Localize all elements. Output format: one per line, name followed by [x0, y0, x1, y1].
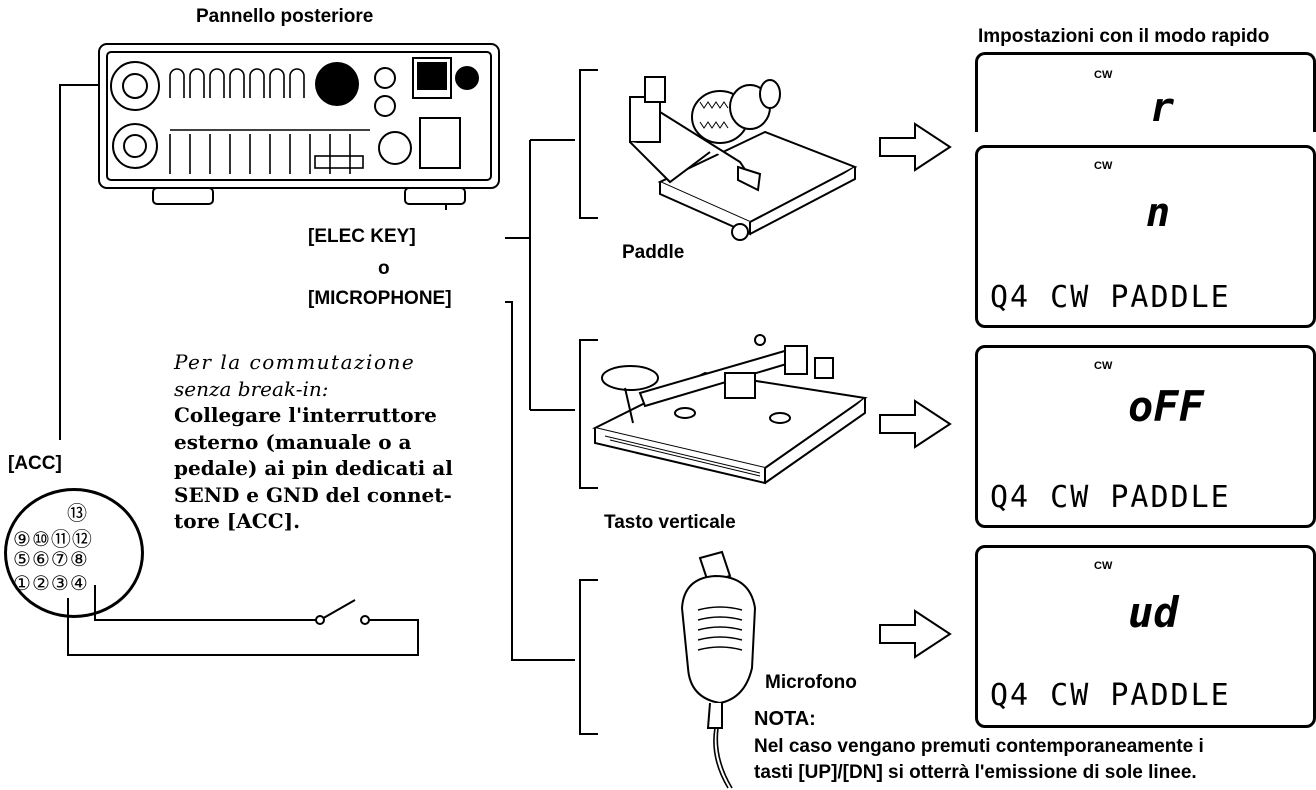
nota-line-2: tasti [UP]/[DN] si otterrà l'emissione d…: [754, 762, 1197, 784]
lcd-3-mode: CW: [1094, 360, 1112, 372]
microphone-label: Microfono: [765, 672, 857, 694]
break-in-note: Per la commutazione senza break-in: Coll…: [174, 349, 514, 535]
acc-pin-2: ②: [32, 571, 51, 595]
acc-pin-1: ①: [13, 571, 32, 595]
acc-label: [ACC]: [8, 453, 62, 475]
arrow-microphone: [880, 611, 950, 657]
lcd-1-mode: CW: [1094, 69, 1112, 81]
acc-pin-13: ⑬: [67, 497, 87, 526]
acc-pin-8: ⑧: [70, 547, 89, 571]
or-label: o: [378, 258, 390, 280]
lcd-4-mode: CW: [1094, 560, 1112, 572]
lcd-3-value: oFF: [1128, 382, 1204, 431]
elec-key-label: [ELEC KEY]: [308, 226, 416, 248]
lcd-3-menu: Q4 CW PADDLE: [990, 480, 1231, 515]
lcd-2-menu: Q4 CW PADDLE: [990, 280, 1231, 315]
note-body-3: pedale) ai pin dedicati al: [174, 455, 514, 482]
lcd-4-menu: Q4 CW PADDLE: [990, 678, 1231, 713]
vertical-key-illustration: [585, 318, 875, 498]
lcd-4-value: ud: [1128, 588, 1179, 637]
microphone-jack-label: [MICROPHONE]: [308, 288, 452, 310]
quick-mode-title: Impostazioni con il modo rapido: [978, 26, 1269, 48]
vertical-key-label: Tasto verticale: [604, 512, 736, 534]
note-heading-1: Per la commutazione: [174, 349, 514, 376]
acc-pin-row-2: ⑤⑥⑦⑧: [13, 547, 89, 571]
lcd-display-1: CW r: [975, 52, 1316, 132]
arrow-group: [880, 124, 950, 657]
acc-connector: ⑬ ⑨⑩⑪⑫ ⑤⑥⑦⑧ ①②③④: [4, 488, 144, 618]
acc-pin-4: ④: [70, 571, 89, 595]
nota-title: NOTA:: [754, 708, 816, 731]
arrow-paddle: [880, 124, 950, 170]
lcd-display-3: CW oFF Q4 CW PADDLE: [975, 345, 1316, 528]
lcd-display-2: CW n Q4 CW PADDLE: [975, 145, 1316, 328]
lcd-2-value: n: [1146, 190, 1170, 236]
paddle-label: Paddle: [622, 242, 684, 264]
acc-pin-3: ③: [51, 571, 70, 595]
rear-panel-illustration: [95, 38, 505, 218]
lcd-1-value: r: [1150, 85, 1174, 131]
lcd-display-4: CW ud Q4 CW PADDLE: [975, 545, 1316, 728]
lcd-2-mode: CW: [1094, 160, 1112, 172]
note-body-4: SEND e GND del connet-: [174, 482, 514, 509]
rear-panel-title: Pannello posteriore: [196, 6, 373, 28]
acc-pin-5: ⑤: [13, 547, 32, 571]
acc-pin-6: ⑥: [32, 547, 51, 571]
acc-pin-row-3: ①②③④: [13, 571, 89, 595]
note-heading-2: senza break-in:: [174, 376, 514, 403]
note-body-2: esterno (manuale o a: [174, 429, 514, 456]
paddle-illustration: [600, 62, 865, 242]
arrow-vertical-key: [880, 401, 950, 447]
acc-pin-7: ⑦: [51, 547, 70, 571]
note-body-1: Collegare l'interruttore: [174, 402, 514, 429]
note-body-5: tore [ACC].: [174, 508, 514, 535]
nota-line-1: Nel caso vengano premuti contemporaneame…: [754, 736, 1204, 758]
